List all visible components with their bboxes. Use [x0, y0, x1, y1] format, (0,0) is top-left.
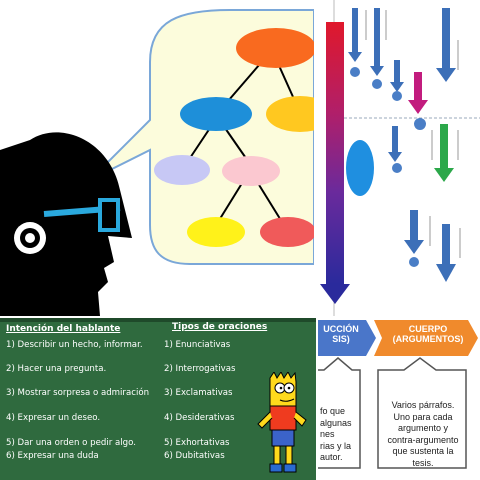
body-tag: CUERPO (ARGUMENTOS): [382, 324, 474, 344]
node-lilac: [154, 155, 210, 185]
type-row: 5) Exhortativas: [164, 438, 230, 448]
intent-row: 3) Mostrar sorpresa o admiración: [6, 388, 150, 398]
intro-tag-shape: [318, 320, 376, 356]
type-row: 2) Interrogativas: [164, 364, 236, 374]
type-row: 3) Exclamativas: [164, 388, 233, 398]
body-tag-shape: [374, 320, 478, 356]
node-root: [236, 28, 314, 68]
body-label: CUERPO: [408, 324, 448, 334]
sentence-types-chalkboard: Intención del hablante Tipos de oracione…: [0, 318, 316, 480]
intent-row: 2) Hacer una pregunta.: [6, 364, 107, 374]
body-box: [377, 357, 467, 469]
node-pink: [222, 156, 280, 186]
intro-tag: UCCIÓN SIS): [318, 324, 364, 344]
intent-row: 4) Expresar un deseo.: [6, 413, 101, 423]
timeline-diagram: [316, 0, 480, 316]
thinking-head-graphic: [0, 9, 314, 316]
heading-intent: Intención del hablante: [6, 324, 121, 334]
intro-box: [318, 357, 361, 469]
intro-label: UCCIÓN: [323, 324, 359, 334]
type-row: 6) Dubitativas: [164, 451, 225, 461]
head-silhouette: [0, 132, 132, 316]
node-red: [260, 217, 314, 247]
intent-row: 5) Dar una orden o pedir algo.: [6, 438, 136, 448]
timeline-main-arrow: [326, 22, 344, 284]
essay-structure-diagram: UCCIÓN SIS) CUERPO (ARGUMENTOS) fo que a…: [318, 318, 480, 480]
type-row: 1) Enunciativas: [164, 340, 231, 350]
type-row: 4) Desiderativas: [164, 413, 235, 423]
body-sublabel: (ARGUMENTOS): [392, 334, 464, 344]
intro-sublabel: SIS): [332, 334, 350, 344]
thought-bubble: [89, 9, 314, 265]
heading-types: Tipos de oraciones: [172, 322, 268, 332]
intent-row: 1) Describir un hecho, informar.: [6, 340, 143, 350]
timeline-graphic: [320, 0, 480, 316]
concept-map-illustration: [0, 0, 314, 316]
intro-text: fo que algunas nes rias y la autor.: [320, 406, 352, 462]
node-right: [266, 96, 314, 132]
intent-row: 6) Expresar una duda: [6, 451, 99, 461]
glasses-icon: [98, 198, 120, 232]
timeline-node-oval: [346, 140, 374, 196]
node-left: [180, 97, 252, 131]
body-text: Varios párrafos. Uno para cada argumento…: [387, 400, 459, 468]
bart-character: [257, 372, 307, 473]
node-yellow: [187, 217, 245, 247]
